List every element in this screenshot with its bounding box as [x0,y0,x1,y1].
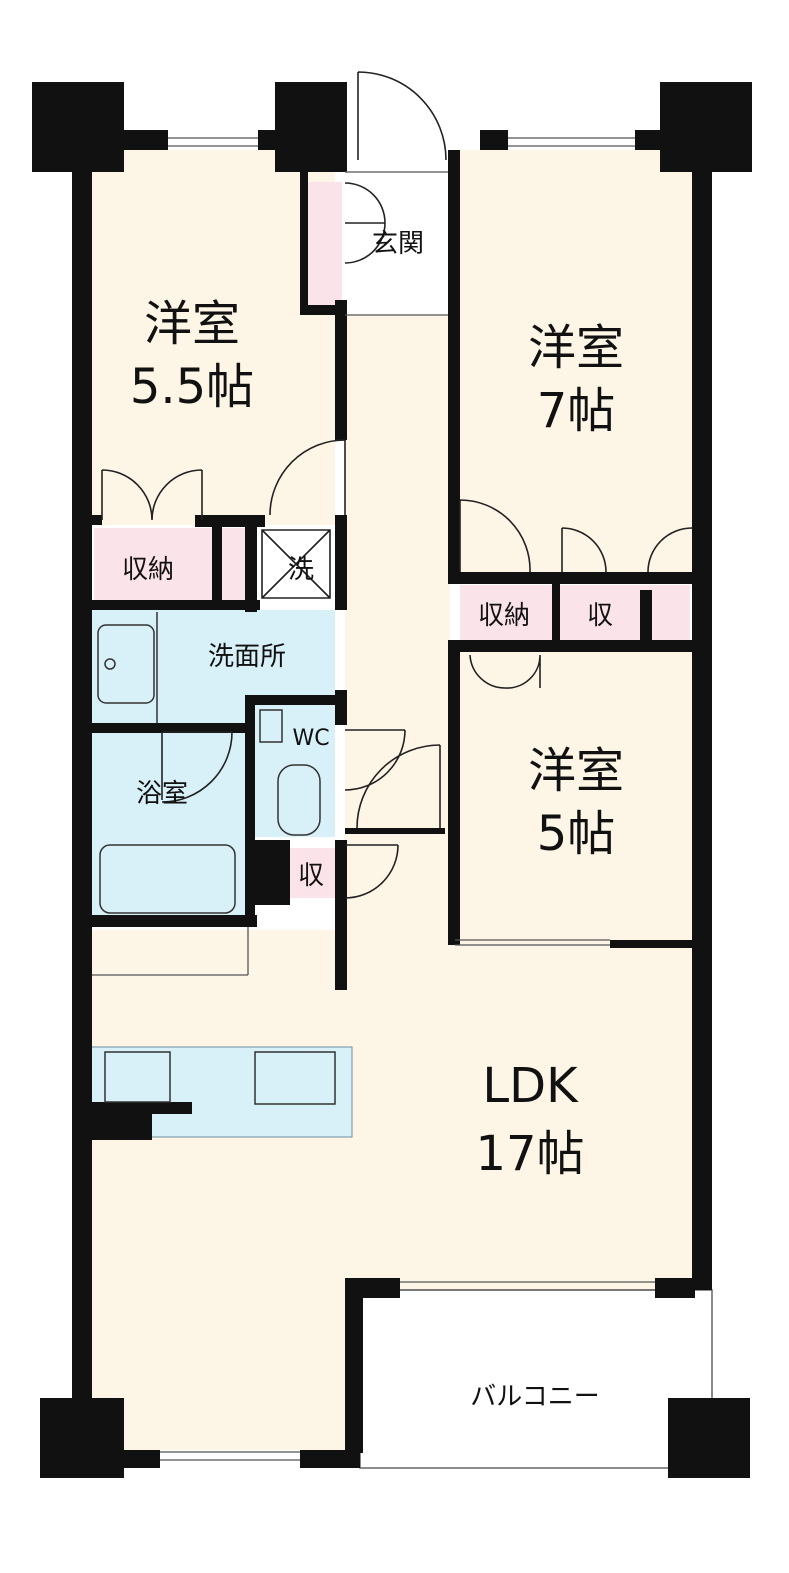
stove-icon [254,1051,336,1105]
toilet-icon [277,764,321,836]
entrance-floor [345,175,450,315]
corridor-floor [345,315,450,935]
western-room-3-floor [458,650,695,945]
entrance-label: 玄関 [372,229,424,259]
bathroom-label: 浴室 [136,779,188,809]
walls [32,82,752,1478]
ldk-size: 17帖 [475,1126,584,1182]
washer-label: 洗 [288,555,314,585]
fixtures [97,612,336,1105]
washroom-label: 洗面所 [208,642,286,672]
western-room-2-floor [458,150,695,580]
closet-2-area [460,585,552,645]
balcony-area [359,1289,713,1469]
small-storage-1-area [560,585,690,645]
bathroom-floor [90,732,245,917]
small-storage-2-label: 収 [298,861,324,891]
toilet-label: WC [292,726,329,751]
western-room-1-size: 5.5帖 [130,359,254,415]
bathtub-icon [99,844,236,914]
small-storage-1-label: 収 [587,601,613,631]
room-labels: 洋室 5.5帖 洋室 7帖 洋室 5帖 LDK 17帖 玄関 洗面所 洗 浴室 … [122,229,624,1412]
closet-2-label: 収納 [478,601,530,631]
balcony-label: バルコニー [470,1382,599,1412]
western-room-3-name: 洋室 [528,743,624,799]
western-room-1-name: 洋室 [144,296,240,352]
ldk-name: LDK [482,1058,579,1114]
windows-and-lines [92,137,655,1461]
sink-icon [104,1051,171,1103]
western-room-2-name: 洋室 [528,320,624,376]
door-swings [101,71,693,899]
closet-1-label: 収納 [122,555,174,585]
western-room-1-floor [90,150,335,525]
western-room-3-size: 5帖 [537,806,616,862]
closet-1-area [94,528,212,604]
washbasin-icon [97,624,155,704]
western-room-2-size: 7帖 [537,383,616,439]
small-storage-2-area [288,848,336,898]
entrance-shoe-closet [305,182,342,307]
toilet-floor [255,700,335,837]
